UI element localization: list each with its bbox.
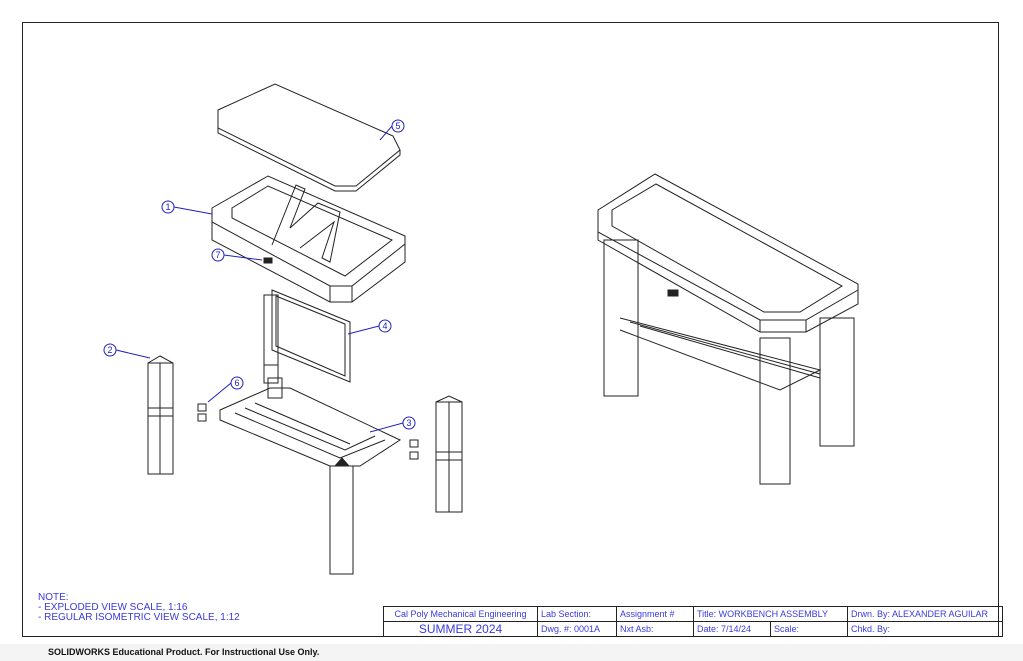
assembled-view	[597, 173, 859, 485]
drawing-sheet: 1 2 3 4 5 6 7 NOTE: - EXPLODED VIEW SCAL…	[0, 0, 1023, 644]
part-top-panel	[217, 83, 401, 192]
checked-by: Chkd. By:	[847, 621, 1003, 637]
drawing-title: Title: WORKBENCH ASSEMBLY	[693, 606, 848, 622]
part-brackets	[197, 403, 419, 460]
part-pegboard	[263, 289, 351, 384]
note-line: - REGULAR ISOMETRIC VIEW SCALE, 1:12	[38, 612, 240, 623]
exploded-view	[147, 83, 463, 575]
part-leg-right	[435, 395, 463, 513]
lab-section: Lab Section:	[537, 606, 617, 622]
title-block: Cal Poly Mechanical Engineering Lab Sect…	[383, 606, 1003, 637]
solidworks-footer: SOLIDWORKS Educational Product. For Inst…	[48, 647, 320, 657]
balloon-5: 5	[395, 121, 400, 131]
scale: Scale:	[770, 621, 848, 637]
part-stretcher	[219, 377, 402, 575]
next-assembly: Nxt Asb:	[616, 621, 694, 637]
notes: NOTE: - EXPLODED VIEW SCALE, 1:16 - REGU…	[38, 593, 240, 623]
assignment: Assignment #	[616, 606, 694, 622]
date: Date: 7/14/24	[693, 621, 771, 637]
school: Cal Poly Mechanical Engineering	[383, 606, 538, 622]
balloon-2: 2	[107, 345, 112, 355]
balloons	[103, 119, 416, 433]
balloon-3: 3	[406, 418, 411, 428]
balloon-6: 6	[234, 378, 239, 388]
term: SUMMER 2024	[383, 621, 538, 637]
balloon-7: 7	[215, 250, 220, 260]
balloon-1: 1	[165, 202, 170, 212]
note-heading: NOTE:	[38, 592, 69, 603]
drawn-by: Drwn. By: ALEXANDER AGUILAR	[847, 606, 1003, 622]
drawing-border	[22, 22, 999, 637]
part-frame	[211, 175, 406, 303]
part-leg-left	[147, 355, 174, 475]
balloon-4: 4	[382, 321, 387, 331]
drawing-views: 1 2 3 4 5 6 7	[103, 83, 859, 575]
dwg-number: Dwg. #: 0001A	[537, 621, 617, 637]
note-line: - EXPLODED VIEW SCALE, 1:16	[38, 602, 188, 613]
